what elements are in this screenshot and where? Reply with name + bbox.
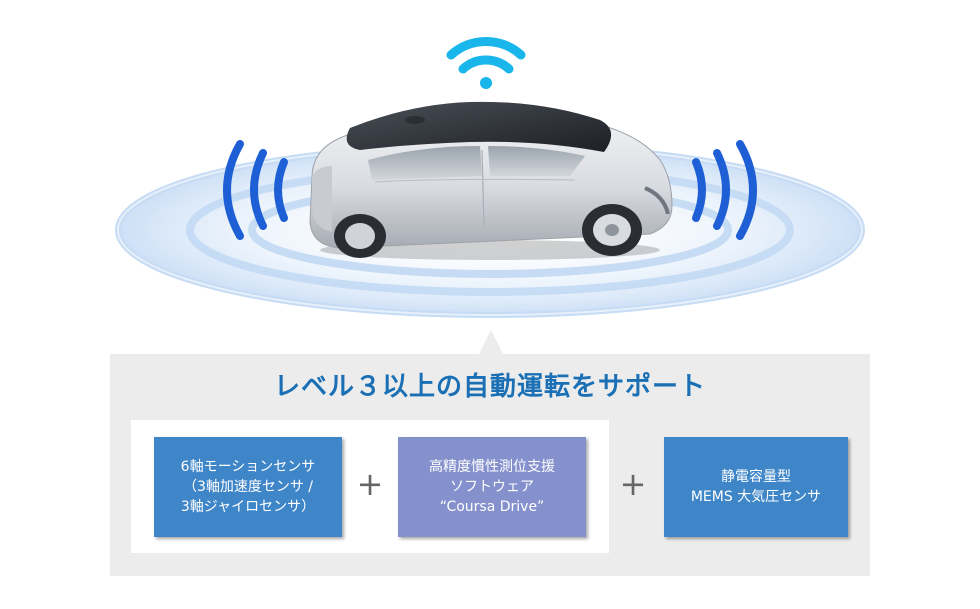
box-mems-pressure-sensor: 静電容量型 MEMS 大気圧センサ (664, 437, 848, 537)
box-6axis-motion-sensor: 6軸モーションセンサ （3軸加速度センサ / 3軸ジャイロセンサ） (154, 437, 342, 537)
box-line: 6軸モーションセンサ (180, 459, 316, 475)
plus-sign: + (356, 465, 384, 503)
signal-waves-right (692, 140, 757, 240)
wifi-icon (446, 37, 526, 89)
box-coursa-drive-software: 高精度慣性測位支援 ソフトウェア “Coursa Drive” (398, 437, 586, 537)
car-illustration (309, 101, 673, 260)
box-line: “Coursa Drive” (439, 499, 545, 515)
box-line: 高精度慣性測位支援 (429, 459, 555, 475)
car-sensing-illustration (115, 37, 865, 318)
signal-waves-left (223, 140, 288, 240)
box-line: （3軸加速度センサ / (182, 479, 314, 495)
plus-sign: + (619, 465, 647, 503)
box-line: 3軸ジャイロセンサ） (180, 499, 316, 515)
box-line: MEMS 大気圧センサ (690, 489, 822, 505)
box-line: ソフトウェア (450, 479, 534, 495)
panel-pointer (479, 330, 503, 354)
box-line: 静電容量型 (721, 469, 791, 485)
panel-title: レベル３以上の自動運転をサポート (273, 372, 706, 402)
